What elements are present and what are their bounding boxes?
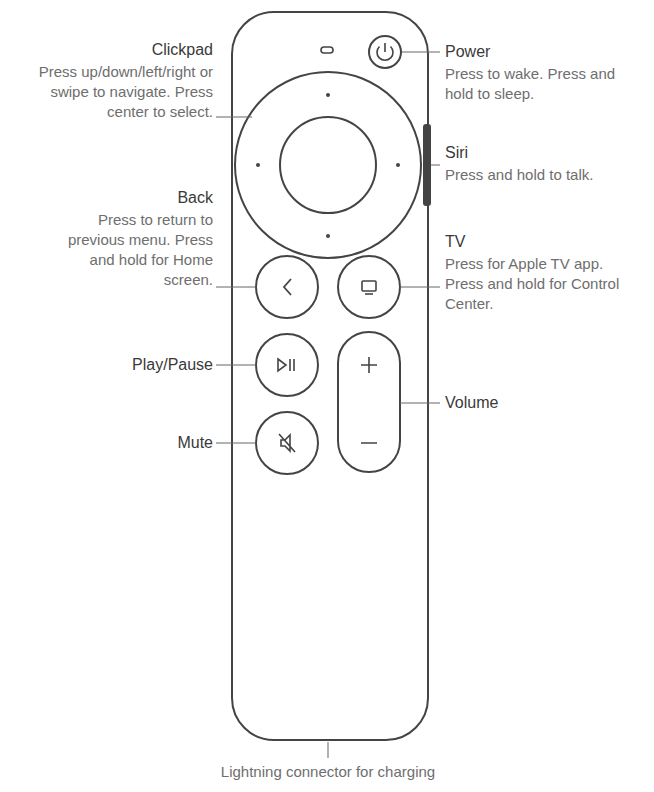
back-button bbox=[256, 256, 318, 318]
mute-icon bbox=[279, 434, 295, 452]
back-icon bbox=[284, 279, 291, 295]
callout-description: Press to wake. Press and hold to sleep. bbox=[445, 64, 625, 104]
remote-body bbox=[232, 12, 428, 740]
play-pause-button bbox=[256, 334, 318, 396]
leader-lines bbox=[216, 52, 440, 758]
callout-label: TV bbox=[445, 232, 635, 252]
callout-label: Play/Pause bbox=[40, 355, 213, 375]
mute-button bbox=[256, 412, 318, 474]
power-button bbox=[369, 36, 401, 68]
volume-icons bbox=[361, 357, 377, 443]
status-light bbox=[321, 47, 333, 53]
callout-label: Lightning connector for charging bbox=[128, 762, 528, 782]
tv-icon bbox=[362, 281, 376, 291]
callout-description: Press for Apple TV app. Press and hold f… bbox=[445, 254, 630, 314]
callout-label: Clickpad bbox=[20, 40, 213, 60]
callout-description: Press up/down/left/right or swipe to nav… bbox=[23, 62, 213, 122]
callout-label: Mute bbox=[40, 433, 213, 453]
callout-label: Power bbox=[445, 42, 635, 62]
play-pause-icon bbox=[278, 359, 294, 371]
power-icon bbox=[377, 43, 393, 60]
callout-label: Back bbox=[60, 188, 213, 208]
tv-button bbox=[338, 256, 400, 318]
clickpad-center bbox=[280, 117, 376, 213]
clickpad-ring bbox=[235, 72, 421, 258]
callout-description: Press and hold to talk. bbox=[445, 165, 645, 185]
volume-rocker bbox=[338, 332, 400, 472]
callout-label: Siri bbox=[445, 143, 635, 163]
callout-label: Volume bbox=[445, 393, 635, 413]
callout-description: Press to return to previous menu. Press … bbox=[58, 210, 213, 290]
siri-button bbox=[424, 125, 430, 205]
